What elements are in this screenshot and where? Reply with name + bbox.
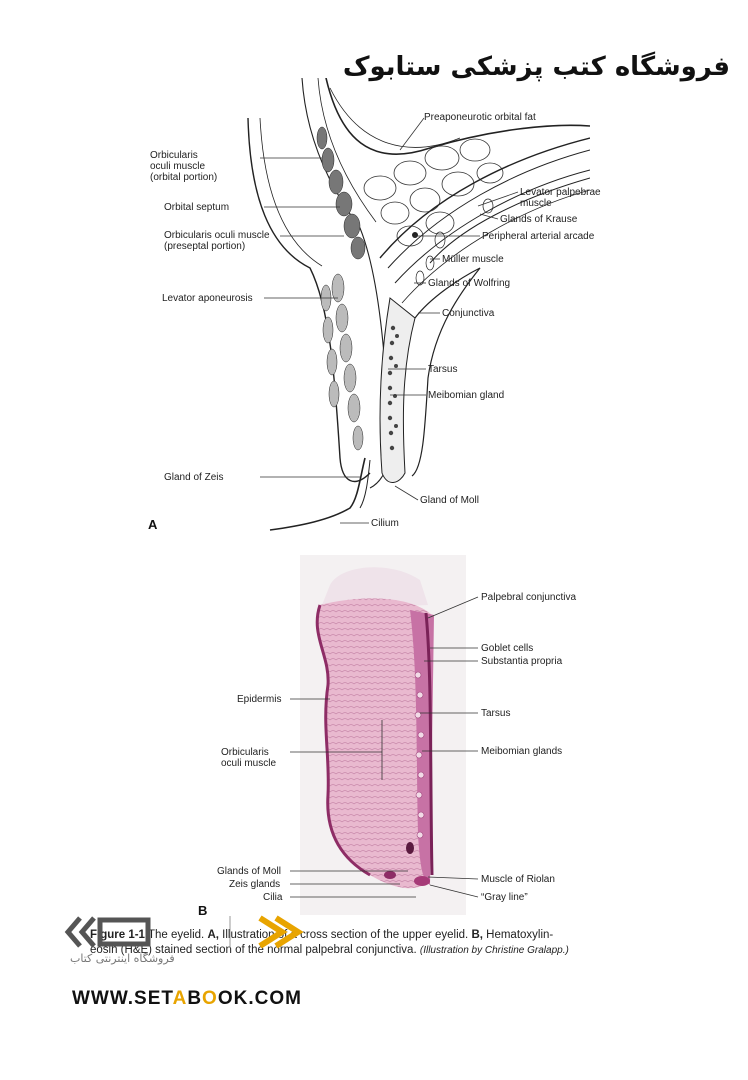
figure-caption: Figure 1-1 The eyelid. A, Illustration o… — [90, 928, 680, 958]
url-part-3: B — [187, 988, 203, 1009]
label-meibomian-gland: Meibomian gland — [428, 390, 505, 401]
label-tarsus-b: Tarsus — [481, 708, 511, 719]
label-zeis-glands: Zeis glands — [229, 879, 281, 890]
label-orbicularis-orbital: Orbicularis oculi muscle (orbital portio… — [150, 150, 218, 183]
label-orbicularis-preseptal: Orbicularis oculi muscle (preseptal port… — [164, 230, 270, 252]
caption-a: A, — [207, 929, 219, 941]
label-levator-palpebrae: Levator palpebrae muscle — [520, 187, 601, 209]
caption-text-1a: The eyelid. — [147, 929, 205, 941]
label-orbicularis-b: Orbicularis oculi muscle — [221, 747, 277, 769]
label-meibomian-glands: Meibomian glands — [481, 746, 563, 757]
watermark-title: فروشگاه کتب پزشکی ستابوک — [342, 52, 730, 82]
caption-credit: (Illustration by Christine Gralapp.) — [419, 945, 569, 956]
caption-fig: Figure 1-1 — [90, 929, 145, 941]
logo-chevrons-icon — [64, 915, 304, 949]
label-epidermis: Epidermis — [237, 694, 282, 705]
publisher-url: WWW.SETABOOK.COM — [72, 988, 302, 1010]
url-part-2: A — [172, 988, 188, 1009]
caption-text-2: eosin (H&E) stained section of the norma… — [90, 944, 417, 956]
url-part-4: O — [202, 988, 218, 1009]
label-substantia-propria: Substantia propria — [481, 656, 563, 667]
label-muscle-of-riolan: Muscle of Riolan — [481, 874, 555, 885]
url-part-1: WWW.SET — [72, 988, 173, 1009]
caption-b: B, — [471, 929, 483, 941]
label-palpebral-conjunctiva: Palpebral conjunctiva — [481, 592, 577, 603]
label-orbital-septum: Orbital septum — [164, 202, 230, 213]
label-cilium: Cilium — [371, 518, 399, 529]
publisher-logo: فروشگاه اینترنتی کتاب — [64, 912, 324, 976]
panel-a-leaders — [260, 117, 519, 524]
caption-text-1e: Hematoxylin- — [486, 929, 554, 941]
label-levator-aponeurosis: Levator aponeurosis — [162, 293, 253, 304]
label-gland-of-zeis: Gland of Zeis — [164, 472, 224, 483]
label-preaponeurotic-fat: Preaponeurotic orbital fat — [424, 112, 536, 123]
label-gland-of-moll: Gland of Moll — [420, 495, 479, 506]
label-glands-of-krause: Glands of Krause — [500, 214, 578, 225]
eyelid-illustration — [247, 78, 590, 531]
label-muller-muscle: Müller muscle — [442, 254, 504, 265]
label-peripheral-arcade: Peripheral arterial arcade — [482, 231, 595, 242]
label-glands-of-wolfring: Glands of Wolfring — [428, 278, 511, 289]
label-gray-line: “Gray line” — [481, 892, 528, 903]
histology-section — [315, 567, 434, 889]
label-glands-of-moll: Glands of Moll — [217, 866, 281, 877]
label-cilia: Cilia — [263, 892, 283, 903]
url-part-5: OK.COM — [217, 988, 302, 1009]
panel-letter-a: A — [148, 517, 158, 532]
panel-b-leaders — [290, 596, 479, 898]
publisher-subtitle: فروشگاه اینترنتی کتاب — [70, 952, 175, 965]
label-goblet-cells: Goblet cells — [481, 643, 534, 654]
label-conjunctiva: Conjunctiva — [442, 308, 495, 319]
label-tarsus: Tarsus — [428, 364, 458, 375]
panel-letter-b: B — [198, 903, 208, 918]
